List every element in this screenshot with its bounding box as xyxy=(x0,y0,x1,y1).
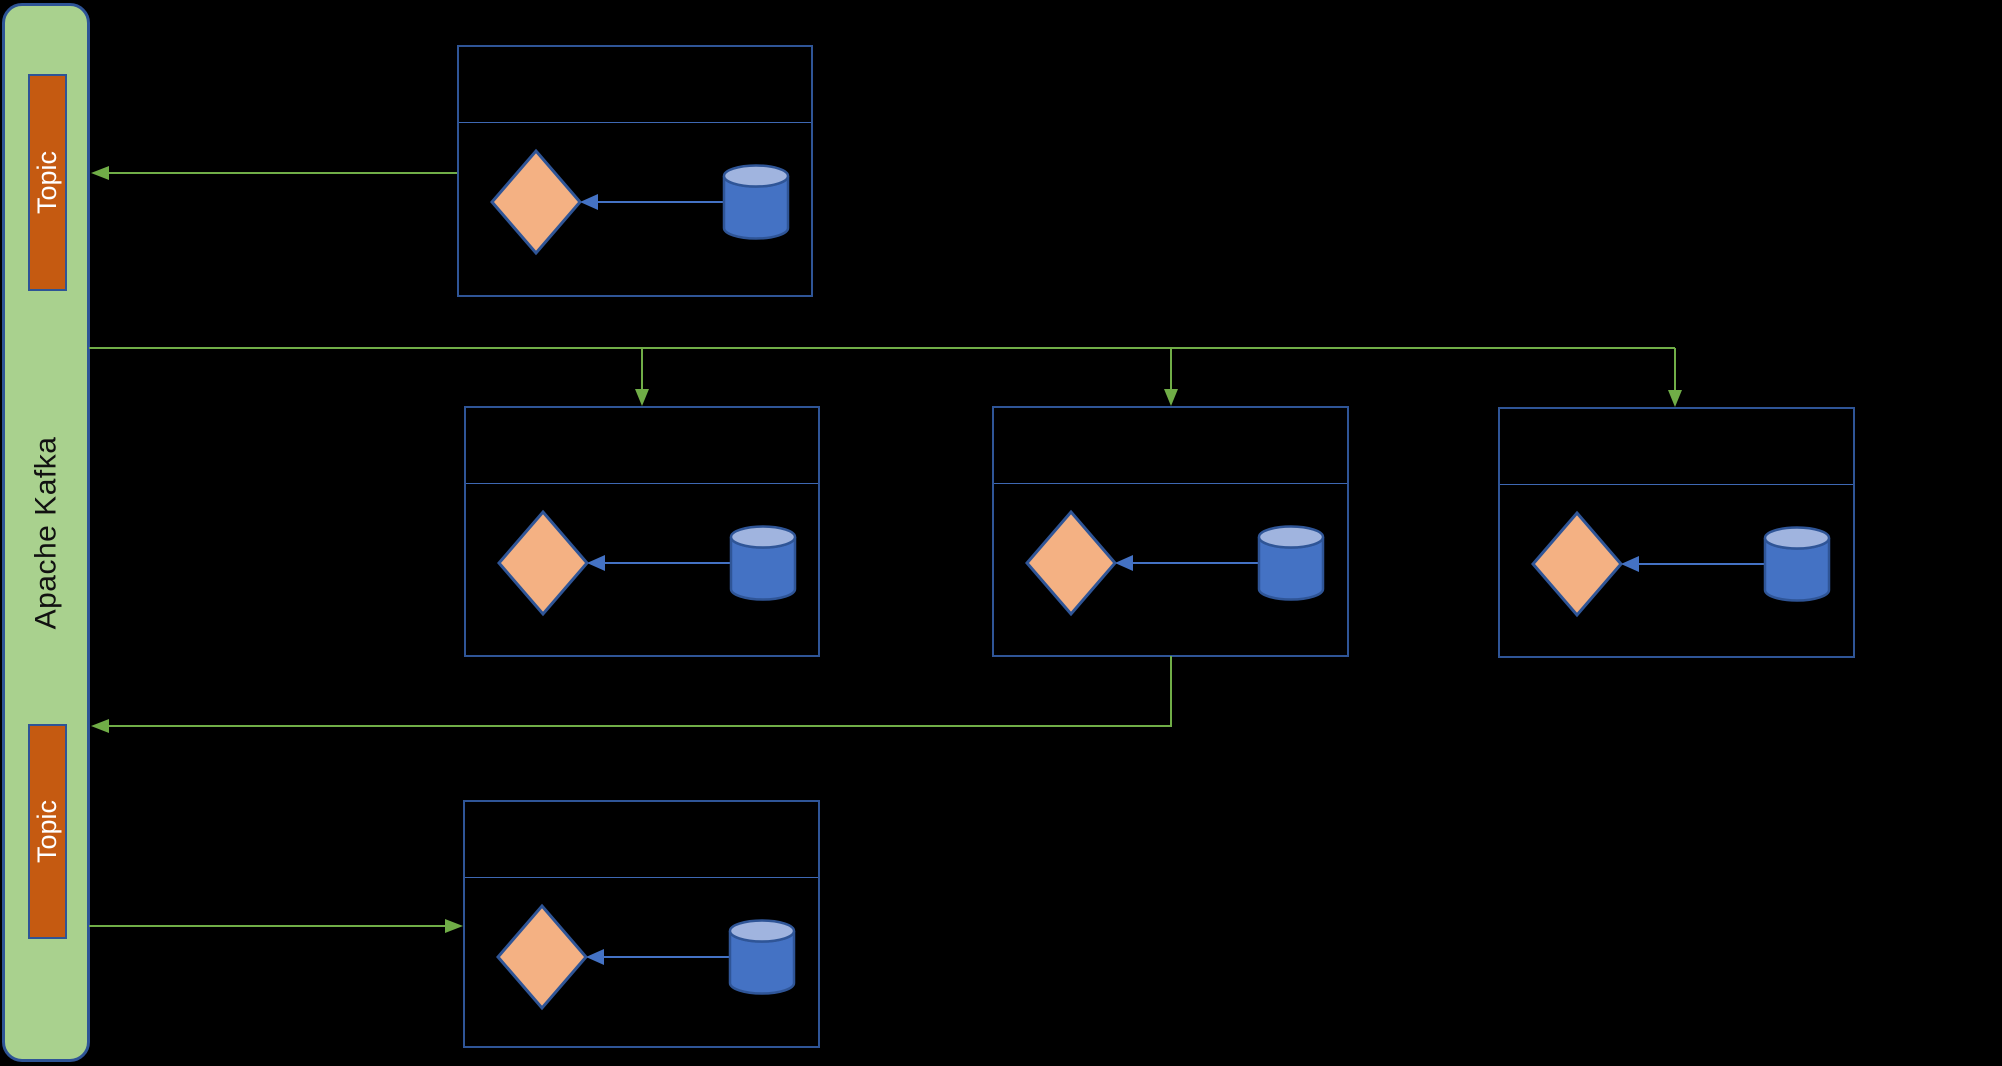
service-box-consumer-2 xyxy=(992,406,1349,657)
arrowhead-left-icon xyxy=(580,194,598,210)
service-box-producer xyxy=(457,45,813,297)
service-box-subscriber xyxy=(463,800,820,1048)
arrowhead-left-icon xyxy=(1115,555,1133,571)
arrowhead-down-icon xyxy=(1164,389,1178,406)
database-top-icon xyxy=(722,164,790,188)
arrowhead-left-icon xyxy=(91,719,109,733)
arrowhead-down-icon xyxy=(1668,390,1682,407)
arrow-topic-to-subscriber xyxy=(89,919,463,933)
service-box-consumer-1 xyxy=(464,406,820,657)
topic-box-2: Topic xyxy=(28,724,67,939)
arrowhead-left-icon xyxy=(1621,556,1639,572)
service-box-header xyxy=(994,408,1347,484)
service-box-art xyxy=(490,148,790,256)
arrowhead-left-icon xyxy=(91,166,109,180)
service-box-header xyxy=(459,47,811,123)
diamond-icon xyxy=(490,148,582,256)
service-box-art xyxy=(1025,509,1325,617)
service-box-consumer-3 xyxy=(1498,407,1855,658)
diamond-icon xyxy=(497,509,589,617)
arrowhead-left-icon xyxy=(586,949,604,965)
topic-box-1: Topic xyxy=(28,74,67,291)
service-box-header xyxy=(1500,409,1853,485)
service-box-header xyxy=(465,802,818,878)
arrowhead-down-icon xyxy=(635,389,649,406)
arrow-kafka-to-consumers xyxy=(89,347,1682,407)
service-box-art xyxy=(497,509,797,617)
diamond-icon xyxy=(1025,509,1117,617)
database-top-icon xyxy=(1257,525,1325,549)
database-top-icon xyxy=(729,525,797,549)
arrowhead-left-icon xyxy=(587,555,605,571)
diamond-icon xyxy=(1531,510,1623,618)
database-top-icon xyxy=(1763,526,1831,550)
diamond-icon xyxy=(496,903,588,1011)
topic-label: Topic xyxy=(32,799,62,864)
service-box-art xyxy=(496,903,796,1011)
topic-label: Topic xyxy=(32,150,62,215)
arrow-producer-to-topic xyxy=(91,166,457,180)
service-box-art xyxy=(1531,510,1831,618)
arrowhead-right-icon xyxy=(445,919,463,933)
service-box-header xyxy=(466,408,818,484)
arrow-consumer2-to-kafka xyxy=(91,656,1172,733)
database-top-icon xyxy=(728,919,796,943)
